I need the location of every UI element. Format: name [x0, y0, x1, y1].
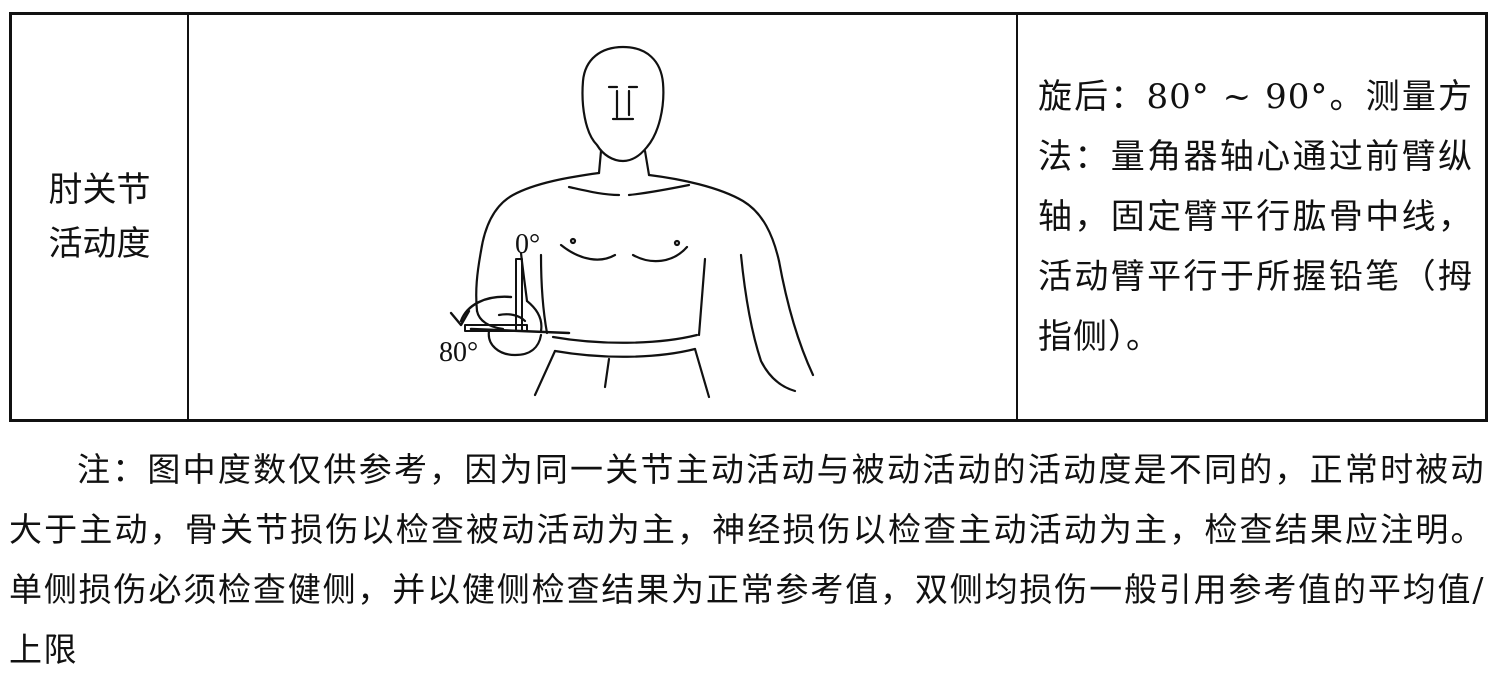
left-upper-arm — [475, 249, 529, 313]
chest — [559, 243, 689, 263]
rotation-arrowhead — [449, 309, 471, 327]
waistband — [551, 333, 699, 358]
right-nipple — [673, 239, 681, 247]
right-arm — [739, 253, 815, 393]
description-cell: 旋后：80° ~ 90°。测量方法：量角器轴心通过前臂纵轴，固定臂平行肱骨中线，… — [1018, 15, 1485, 419]
left-forearm — [475, 299, 543, 333]
rotation-arrow — [459, 295, 513, 323]
goniometer-fixed-arm — [515, 258, 523, 332]
measurement-table: 肘关节活动度 — [9, 12, 1488, 422]
left-shoulder — [479, 171, 601, 253]
collarbones — [567, 183, 691, 197]
angle-label-top: 0° — [515, 229, 540, 260]
measurement-description: 旋后：80° ~ 90°。测量方法：量角器轴心通过前臂纵轴，固定臂平行肱骨中线，… — [1038, 77, 1473, 357]
left-nipple — [569, 237, 577, 245]
joint-name: 肘关节活动度 — [48, 170, 151, 264]
right-shoulder — [647, 173, 781, 263]
angle-label-bottom: 80° — [439, 337, 478, 368]
joint-name-cell: 肘关节活动度 — [12, 15, 189, 419]
neck — [597, 149, 651, 177]
head-outline — [581, 45, 665, 163]
footnote: 注：图中度数仅供参考，因为同一关节主动活动与被动活动的活动度是不同的，正常时被动… — [9, 450, 1485, 669]
face-marks — [607, 85, 639, 121]
trousers — [533, 347, 711, 399]
figure-cell: 0° 80° — [189, 15, 1018, 419]
torso-left-side — [539, 253, 549, 335]
left-hand — [487, 313, 543, 357]
torso-right-side — [697, 257, 707, 337]
elbow-supination-illustration: 0° 80° — [439, 45, 815, 399]
goniometer-moving-arm — [464, 324, 528, 332]
